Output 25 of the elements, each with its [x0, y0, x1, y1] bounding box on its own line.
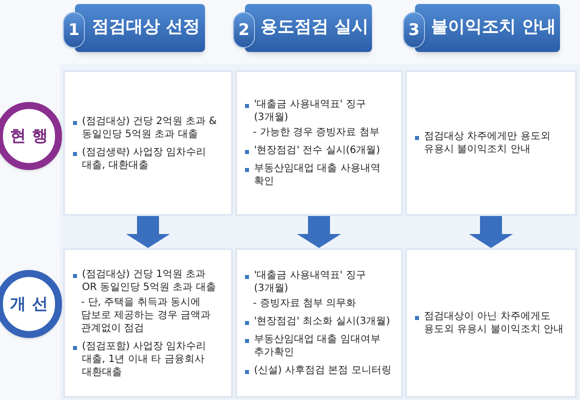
content-panel — [235, 248, 403, 398]
content-panel — [405, 70, 577, 216]
bullet-text: 점검대상이 아닌 차주에게도 용도외 유용시 불이익조치 안내 — [424, 310, 565, 336]
sub-item-text: - 가능한 경우 증빙자료 첨부 — [252, 126, 380, 139]
content-panel — [63, 70, 233, 216]
bullet-text: '대출금 사용내역표' 징구(3개월) — [254, 98, 367, 124]
down-arrow — [126, 216, 170, 248]
down-arrow — [469, 216, 513, 248]
bullet-text: (점검포함) 사업장 임차수리 대출, 1년 이내 타 금융회사 대환대출 — [82, 340, 208, 378]
bullet-text: (점검생략) 사업장 임차수리 대출, 대환대출 — [82, 146, 208, 172]
bullet-text: '현장점검' 최소화 실시(3개월) — [254, 315, 390, 328]
bullet-text: (신설) 사후점검 본점 모니터링 — [254, 364, 392, 377]
content-panel — [235, 70, 403, 216]
sub-item-text: - 단, 주택을 취득과 동시에 담보로 제공하는 경우 금액과 관계없이 점검 — [80, 296, 212, 334]
bullet-text: (점검대상) 건당 2억원 초과 & 동일인당 5억원 초과 대출 — [82, 114, 218, 140]
bullet-text: 부동산임대업 대출 임대여부 추가확인 — [254, 333, 382, 359]
bullet-text: 점검대상 차주에게만 용도외 유용시 불이익조치 안내 — [424, 130, 552, 156]
content-panel — [63, 248, 233, 398]
bullet-text: (점검대상) 건당 1억원 초과 OR 동일인당 5억원 초과 대출 — [82, 268, 217, 294]
bullet-text: 부동산임대업 대출 사용내역 확인 — [254, 162, 382, 188]
bullet-text: '현장점검' 전수 실시(6개월) — [254, 144, 380, 157]
content-panel — [405, 248, 577, 398]
bullet-text: '대출금 사용내역표' 징구(3개월) — [254, 269, 367, 295]
down-arrow — [297, 216, 341, 248]
sub-item-text: - 증빙자료 첨부 의무화 — [252, 297, 358, 310]
